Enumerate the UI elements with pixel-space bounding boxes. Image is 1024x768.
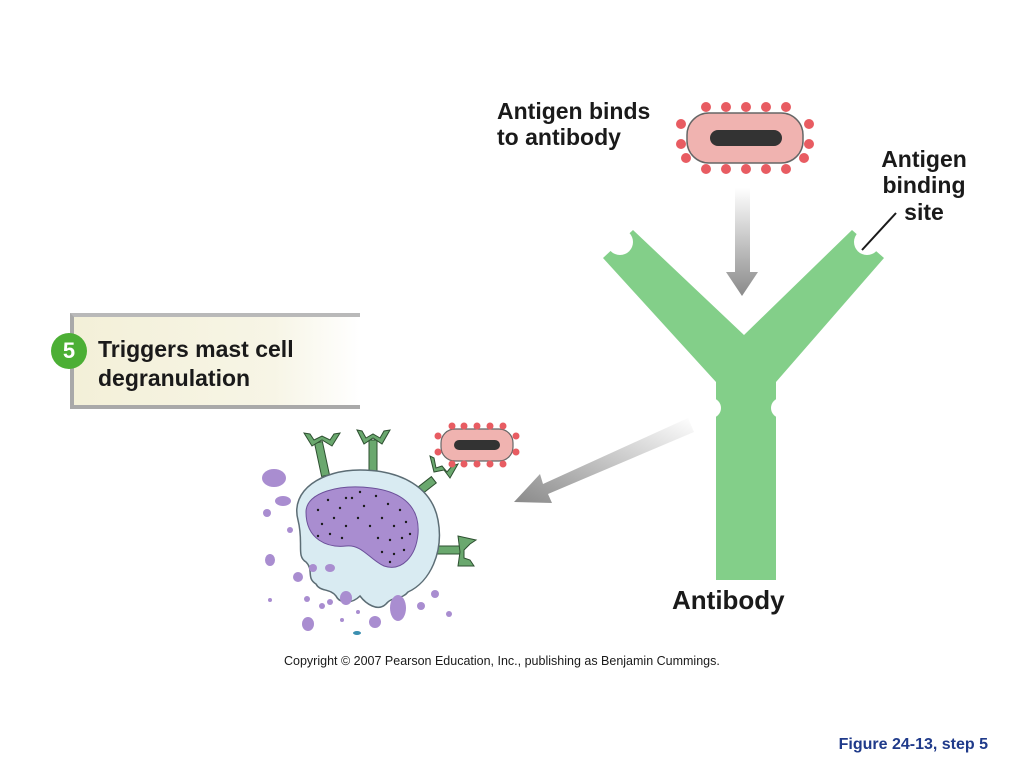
antigen-small (434, 422, 520, 468)
figure-label: Figure 24-13, step 5 (838, 736, 988, 753)
antigen-binds-line-1: Antigen binds (497, 98, 651, 124)
binding-site-label: Antigen binding site (870, 146, 978, 225)
step-text-line-2: degranulation (98, 364, 251, 391)
step-box (70, 313, 360, 409)
step-number-badge: 5 (51, 333, 87, 369)
granules (262, 469, 452, 635)
step-text: Triggers mast cell degranulation (98, 335, 348, 393)
binding-site-pointer (861, 212, 897, 251)
binding-site-line-1: Antigen (881, 146, 967, 172)
antigen-large (676, 102, 814, 174)
receptor-2 (356, 429, 391, 473)
binding-site-line-2: binding (882, 172, 966, 199)
mast-cell (262, 429, 478, 635)
receptor-1 (302, 432, 342, 478)
step-text-line-1: Triggers mast cell (98, 336, 294, 362)
antigen-binds-label: Antigen binds to antibody (497, 98, 650, 151)
binding-site-line-3: site (904, 198, 944, 225)
binding-site-right (854, 229, 880, 255)
binding-site-left (607, 229, 633, 255)
diagonal-arrow-icon (514, 418, 694, 503)
antigen-binds-line-2: to antibody (497, 124, 621, 151)
nucleus-dots (316, 490, 412, 564)
antibody (603, 229, 884, 580)
copyright-text: Copyright © 2007 Pearson Education, Inc.… (284, 654, 720, 668)
down-arrow-icon (726, 188, 758, 296)
antibody-label: Antibody (672, 585, 785, 615)
